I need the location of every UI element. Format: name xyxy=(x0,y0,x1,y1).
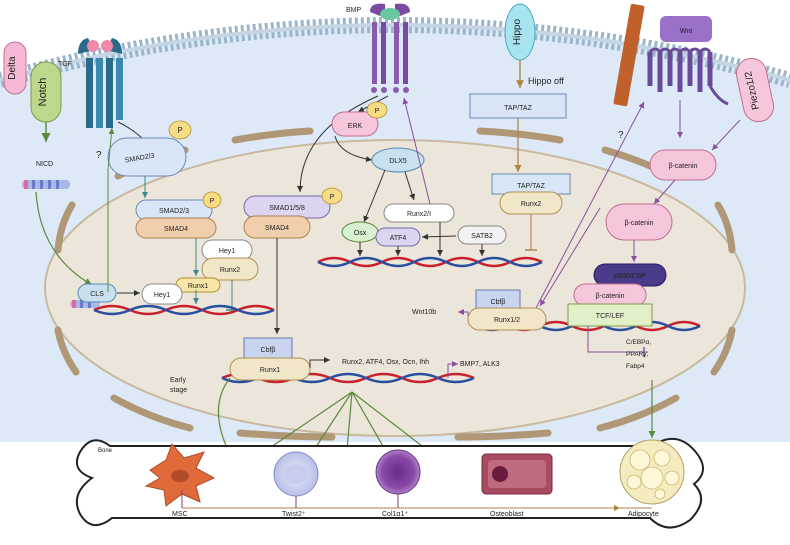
beta-catenin-nuc-upper xyxy=(605,203,673,241)
smad23-cyto xyxy=(107,137,187,177)
question-mark-left: ? xyxy=(96,150,102,161)
piezo-channel xyxy=(735,57,775,123)
atf4-label: ATF4 xyxy=(390,235,407,242)
adipocyte-cell xyxy=(619,439,685,505)
cls-protein xyxy=(77,283,117,303)
adipogenic-genes-1: C/EBPα, xyxy=(626,339,651,346)
dna-strand-mid xyxy=(317,256,543,268)
cbfb-bottom-label: Cbfβ xyxy=(261,347,276,354)
osteoblast-label: Osteoblast xyxy=(490,511,524,518)
notch-label: Notch xyxy=(37,78,49,107)
runx2i-label: Runx2/I xyxy=(407,211,431,218)
adipocyte-label: Adipocyte xyxy=(628,511,659,518)
bone-label: Bone xyxy=(98,448,113,454)
smad4-nuc-left-label: SMAD4 xyxy=(164,226,188,233)
hippo-off-label: Hippo off xyxy=(528,76,564,86)
cls-label: CLS xyxy=(90,291,104,298)
delta-label: Delta xyxy=(7,56,18,80)
nucleus xyxy=(44,139,746,437)
beta-catenin-cyto-label: β-catenin xyxy=(669,163,698,170)
question-mark-right: ? xyxy=(618,130,624,141)
taptaz-cyto-label: TAP/TAZ xyxy=(504,105,532,112)
phospho-smad158 xyxy=(321,187,343,205)
lrp-coreceptor xyxy=(613,3,645,107)
tgf-receptor xyxy=(78,38,123,128)
hey1-lower-label: Hey1 xyxy=(154,292,170,299)
phospho-smad23-nuc xyxy=(202,191,222,209)
bmp7-alk3-label: BMP7, ALK3 xyxy=(460,361,500,368)
smad23-nuc-label: SMAD2/3 xyxy=(159,208,189,215)
wnt-label: Wnt xyxy=(680,28,693,35)
phospho-smad23-cyto-label: P xyxy=(177,126,182,135)
early-stage-label-1: Early xyxy=(170,377,186,384)
tcf-lef xyxy=(567,303,653,327)
phospho-smad158-label: P xyxy=(330,194,335,201)
dlx5-protein xyxy=(371,147,425,173)
dlx5-label: DLX5 xyxy=(389,158,407,165)
twist2-label: Twist2⁺ xyxy=(282,511,306,518)
bmp-receptor xyxy=(370,3,410,93)
wnt10b-label: Wnt10b xyxy=(412,309,436,316)
phospho-erk-label: P xyxy=(375,108,380,115)
runx12-protein xyxy=(467,307,547,331)
phospho-smad23-nuc-label: P xyxy=(210,198,215,205)
bmp-label: BMP xyxy=(346,7,362,14)
smad4-nuc-left xyxy=(135,217,217,239)
hey1-lower xyxy=(141,283,183,305)
runx12-label: Runx1/2 xyxy=(494,317,520,324)
wnt-ligand xyxy=(660,16,712,42)
col1a1-cell xyxy=(375,449,421,495)
beta-catenin-nuc-lower-label: β-catenin xyxy=(596,293,625,300)
runx2-left-label: Runx2 xyxy=(220,267,240,274)
nicd-label: NICD xyxy=(36,161,53,168)
msc-label: MSC xyxy=(172,511,188,518)
frizzled-receptor xyxy=(647,47,713,92)
nicd-fragment xyxy=(22,180,70,189)
runx2-right-label: Runx2 xyxy=(521,201,541,208)
phospho-erk xyxy=(366,101,388,119)
dna-strand-left xyxy=(93,304,275,316)
col1a1-label: Col1α1⁺ xyxy=(382,511,408,518)
smad4-nuc-mid-label: SMAD4 xyxy=(265,225,289,232)
tcf-lef-label: TCF/LEF xyxy=(596,313,624,320)
taptaz-nuc-label: TAP/TAZ xyxy=(517,183,545,190)
tgf-label: TGF xyxy=(58,61,72,68)
beta-catenin-nuc-upper-label: β-catenin xyxy=(625,220,654,227)
phospho-smad23-cyto xyxy=(168,120,192,140)
taptaz-cyto xyxy=(469,93,567,119)
satb2-label: SATB2 xyxy=(471,233,493,240)
adipogenic-genes-2: PPARγ, xyxy=(626,351,648,358)
beta-catenin-cyto xyxy=(649,149,717,181)
osteogenic-targets: Runx2, ATF4, Osx, Ocn, Ihh xyxy=(342,359,429,366)
early-stage-label-2: stage xyxy=(170,387,187,394)
runx2i-protein xyxy=(383,203,455,223)
hippo-label: Hippo xyxy=(512,19,523,46)
runx2-left xyxy=(201,257,259,281)
runx1-left-label: Runx1 xyxy=(188,283,208,290)
erk-protein xyxy=(331,111,379,137)
p300-cbp-label: p300/CBP xyxy=(614,273,646,280)
cbfb-right-label: Cbfβ xyxy=(491,299,506,306)
lineage-bars xyxy=(181,490,652,509)
erk-label: ERK xyxy=(348,123,363,130)
runx1-bottom xyxy=(229,357,311,381)
smad158-label: SMAD1/5/8 xyxy=(269,205,305,212)
nuclear-envelope xyxy=(54,127,736,441)
osx-label: Osx xyxy=(354,230,367,237)
delta-ligand xyxy=(3,41,27,95)
runx1-bottom-label: Runx1 xyxy=(260,367,280,374)
hey1-upper-label: Hey1 xyxy=(219,248,235,255)
adipogenic-genes-3: Fabp4 xyxy=(626,363,645,370)
